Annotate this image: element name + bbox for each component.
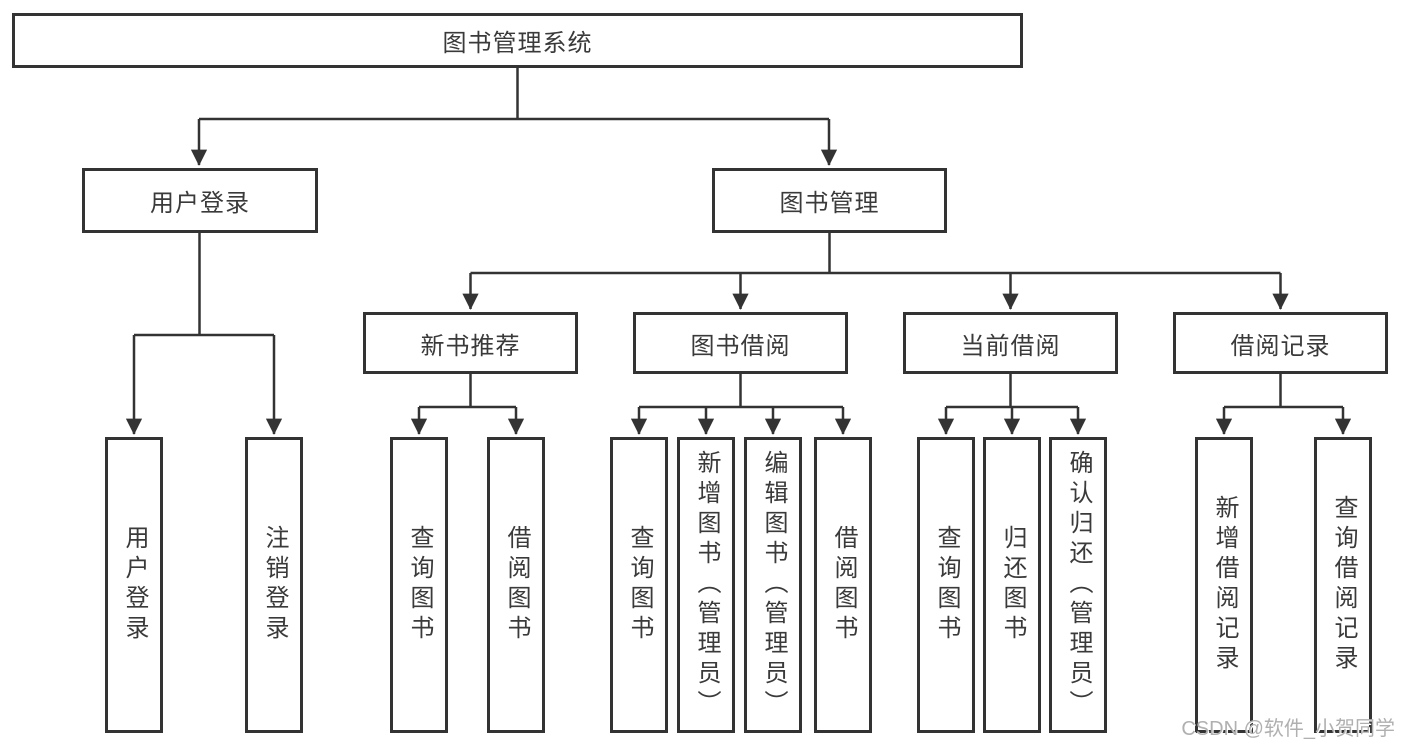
leaf-cb-return-books: 归还图书	[983, 437, 1041, 733]
leaf-br-add-record: 新增借阅记录	[1195, 437, 1253, 733]
node-current-borrowing: 当前借阅	[903, 312, 1118, 374]
leaf-cb-return-books-label: 归还图书	[999, 525, 1026, 645]
watermark-text: CSDN @软件_小贺同学	[1181, 718, 1395, 740]
node-current-borrowing-label: 当前借阅	[960, 332, 1061, 360]
node-book-management-label: 图书管理	[779, 190, 880, 217]
leaf-user-login: 用户登录	[105, 437, 163, 733]
node-book-management: 图书管理	[712, 168, 947, 233]
leaf-bb-borrow-books-label: 借阅图书	[830, 525, 857, 645]
connector-book-borrowing-children	[630, 374, 852, 435]
leaf-logout: 注销登录	[245, 437, 303, 733]
leaf-cb-confirm-return-admin-label: 确认归还（管理员）	[1065, 450, 1092, 720]
node-library-system: 图书管理系统	[12, 13, 1023, 68]
node-user-login-label: 用户登录	[150, 190, 250, 217]
leaf-br-add-record-label: 新增借阅记录	[1211, 495, 1238, 675]
connector-new-book-recommend-children	[410, 374, 525, 435]
node-book-borrowing: 图书借阅	[633, 312, 848, 374]
leaf-nb-query-books: 查询图书	[390, 437, 448, 733]
node-borrowing-records: 借阅记录	[1173, 312, 1388, 374]
connector-borrowing-records-children	[1215, 374, 1352, 435]
leaf-cb-query-books-label: 查询图书	[933, 525, 960, 645]
leaf-logout-label: 注销登录	[261, 525, 288, 645]
leaf-br-query-record-label: 查询借阅记录	[1330, 495, 1357, 675]
leaf-nb-borrow-books-label: 借阅图书	[503, 525, 530, 645]
leaf-user-login-label: 用户登录	[121, 525, 148, 645]
leaf-bb-add-books-admin: 新增图书（管理员）	[677, 437, 735, 733]
connector-book-management-children	[462, 233, 1289, 310]
leaf-bb-edit-books-admin: 编辑图书（管理员）	[744, 437, 802, 733]
node-borrowing-records-label: 借阅记录	[1230, 332, 1331, 360]
node-book-borrowing-label: 图书借阅	[690, 332, 791, 360]
leaf-bb-query-books-label: 查询图书	[626, 525, 653, 645]
leaf-bb-borrow-books: 借阅图书	[814, 437, 872, 733]
leaf-nb-borrow-books: 借阅图书	[487, 437, 545, 733]
node-library-system-label: 图书管理系统	[442, 30, 593, 57]
connector-user-login-children	[125, 233, 283, 435]
connector-root-to-level2	[190, 68, 838, 166]
leaf-cb-confirm-return-admin: 确认归还（管理员）	[1049, 437, 1107, 733]
leaf-nb-query-books-label: 查询图书	[406, 525, 433, 645]
leaf-bb-edit-books-admin-label: 编辑图书（管理员）	[760, 450, 787, 720]
node-new-book-recommend-label: 新书推荐	[420, 332, 521, 360]
node-new-book-recommend: 新书推荐	[363, 312, 578, 374]
leaf-br-query-record: 查询借阅记录	[1314, 437, 1372, 733]
leaf-bb-query-books: 查询图书	[610, 437, 668, 733]
leaf-cb-query-books: 查询图书	[917, 437, 975, 733]
connector-current-borrowing-children	[937, 374, 1087, 435]
leaf-bb-add-books-admin-label: 新增图书（管理员）	[693, 450, 720, 720]
node-user-login: 用户登录	[82, 168, 318, 233]
